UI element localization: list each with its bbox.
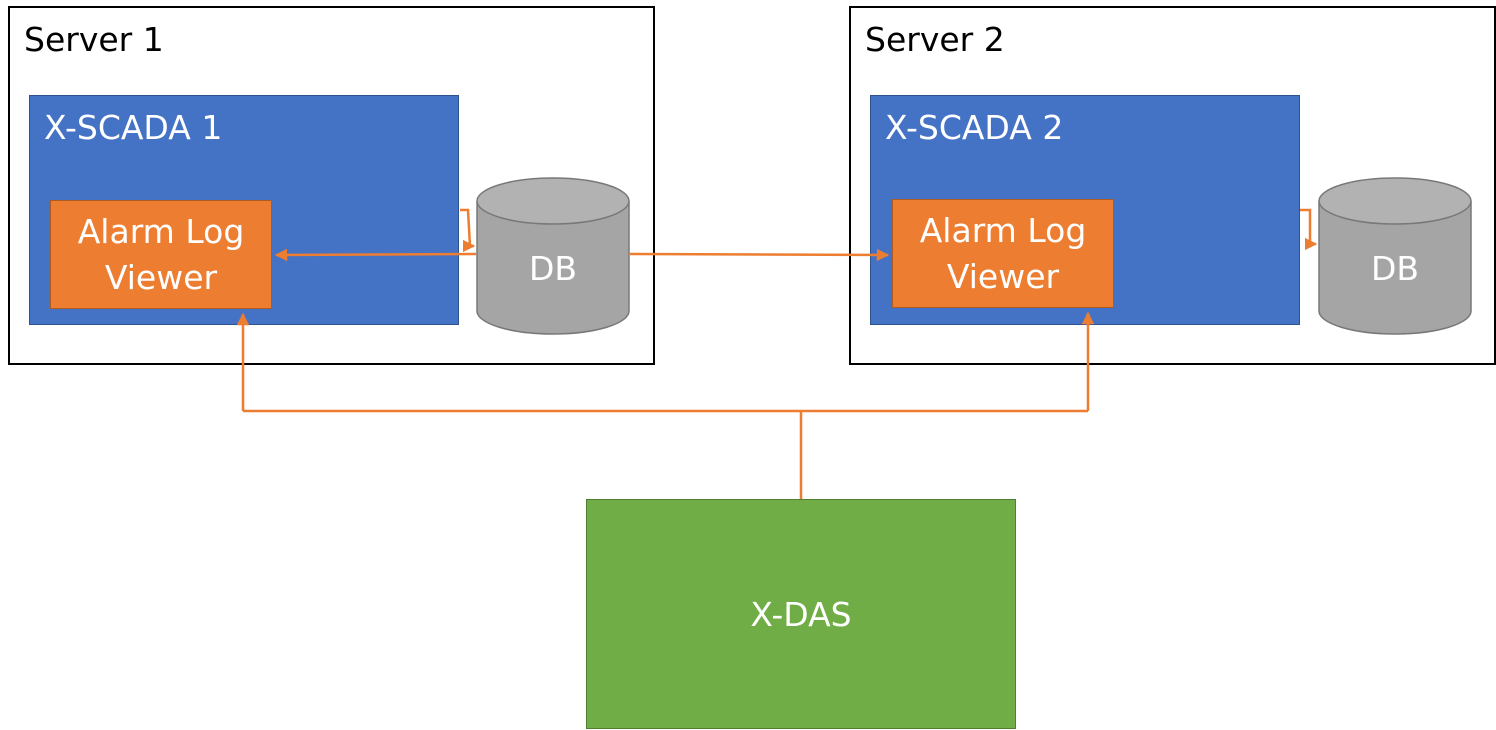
alarm-log-viewer-2-line1: Alarm Log [919,210,1087,250]
alarm-log-viewer-1-line2: Viewer [104,257,218,297]
database-icon [476,177,630,335]
x-scada-2-label: X-SCADA 2 [885,108,1064,147]
alarm-log-viewer-1: Alarm Log Viewer [50,200,272,309]
db-2-label: DB [1370,249,1420,288]
server-1-label: Server 1 [24,20,164,59]
alarm-log-viewer-2-line2: Viewer [946,256,1060,296]
db-1: DB [476,177,630,335]
alarm-log-viewer-1-line1: Alarm Log [77,211,245,251]
x-scada-1-label: X-SCADA 1 [44,108,223,147]
server-2-label: Server 2 [865,20,1005,59]
database-icon [1318,177,1472,335]
x-das-label: X-DAS [750,594,852,634]
db-2: DB [1318,177,1472,335]
db-1-label: DB [528,249,578,288]
x-das-box: X-DAS [586,499,1016,729]
alarm-log-viewer-2: Alarm Log Viewer [892,199,1114,308]
